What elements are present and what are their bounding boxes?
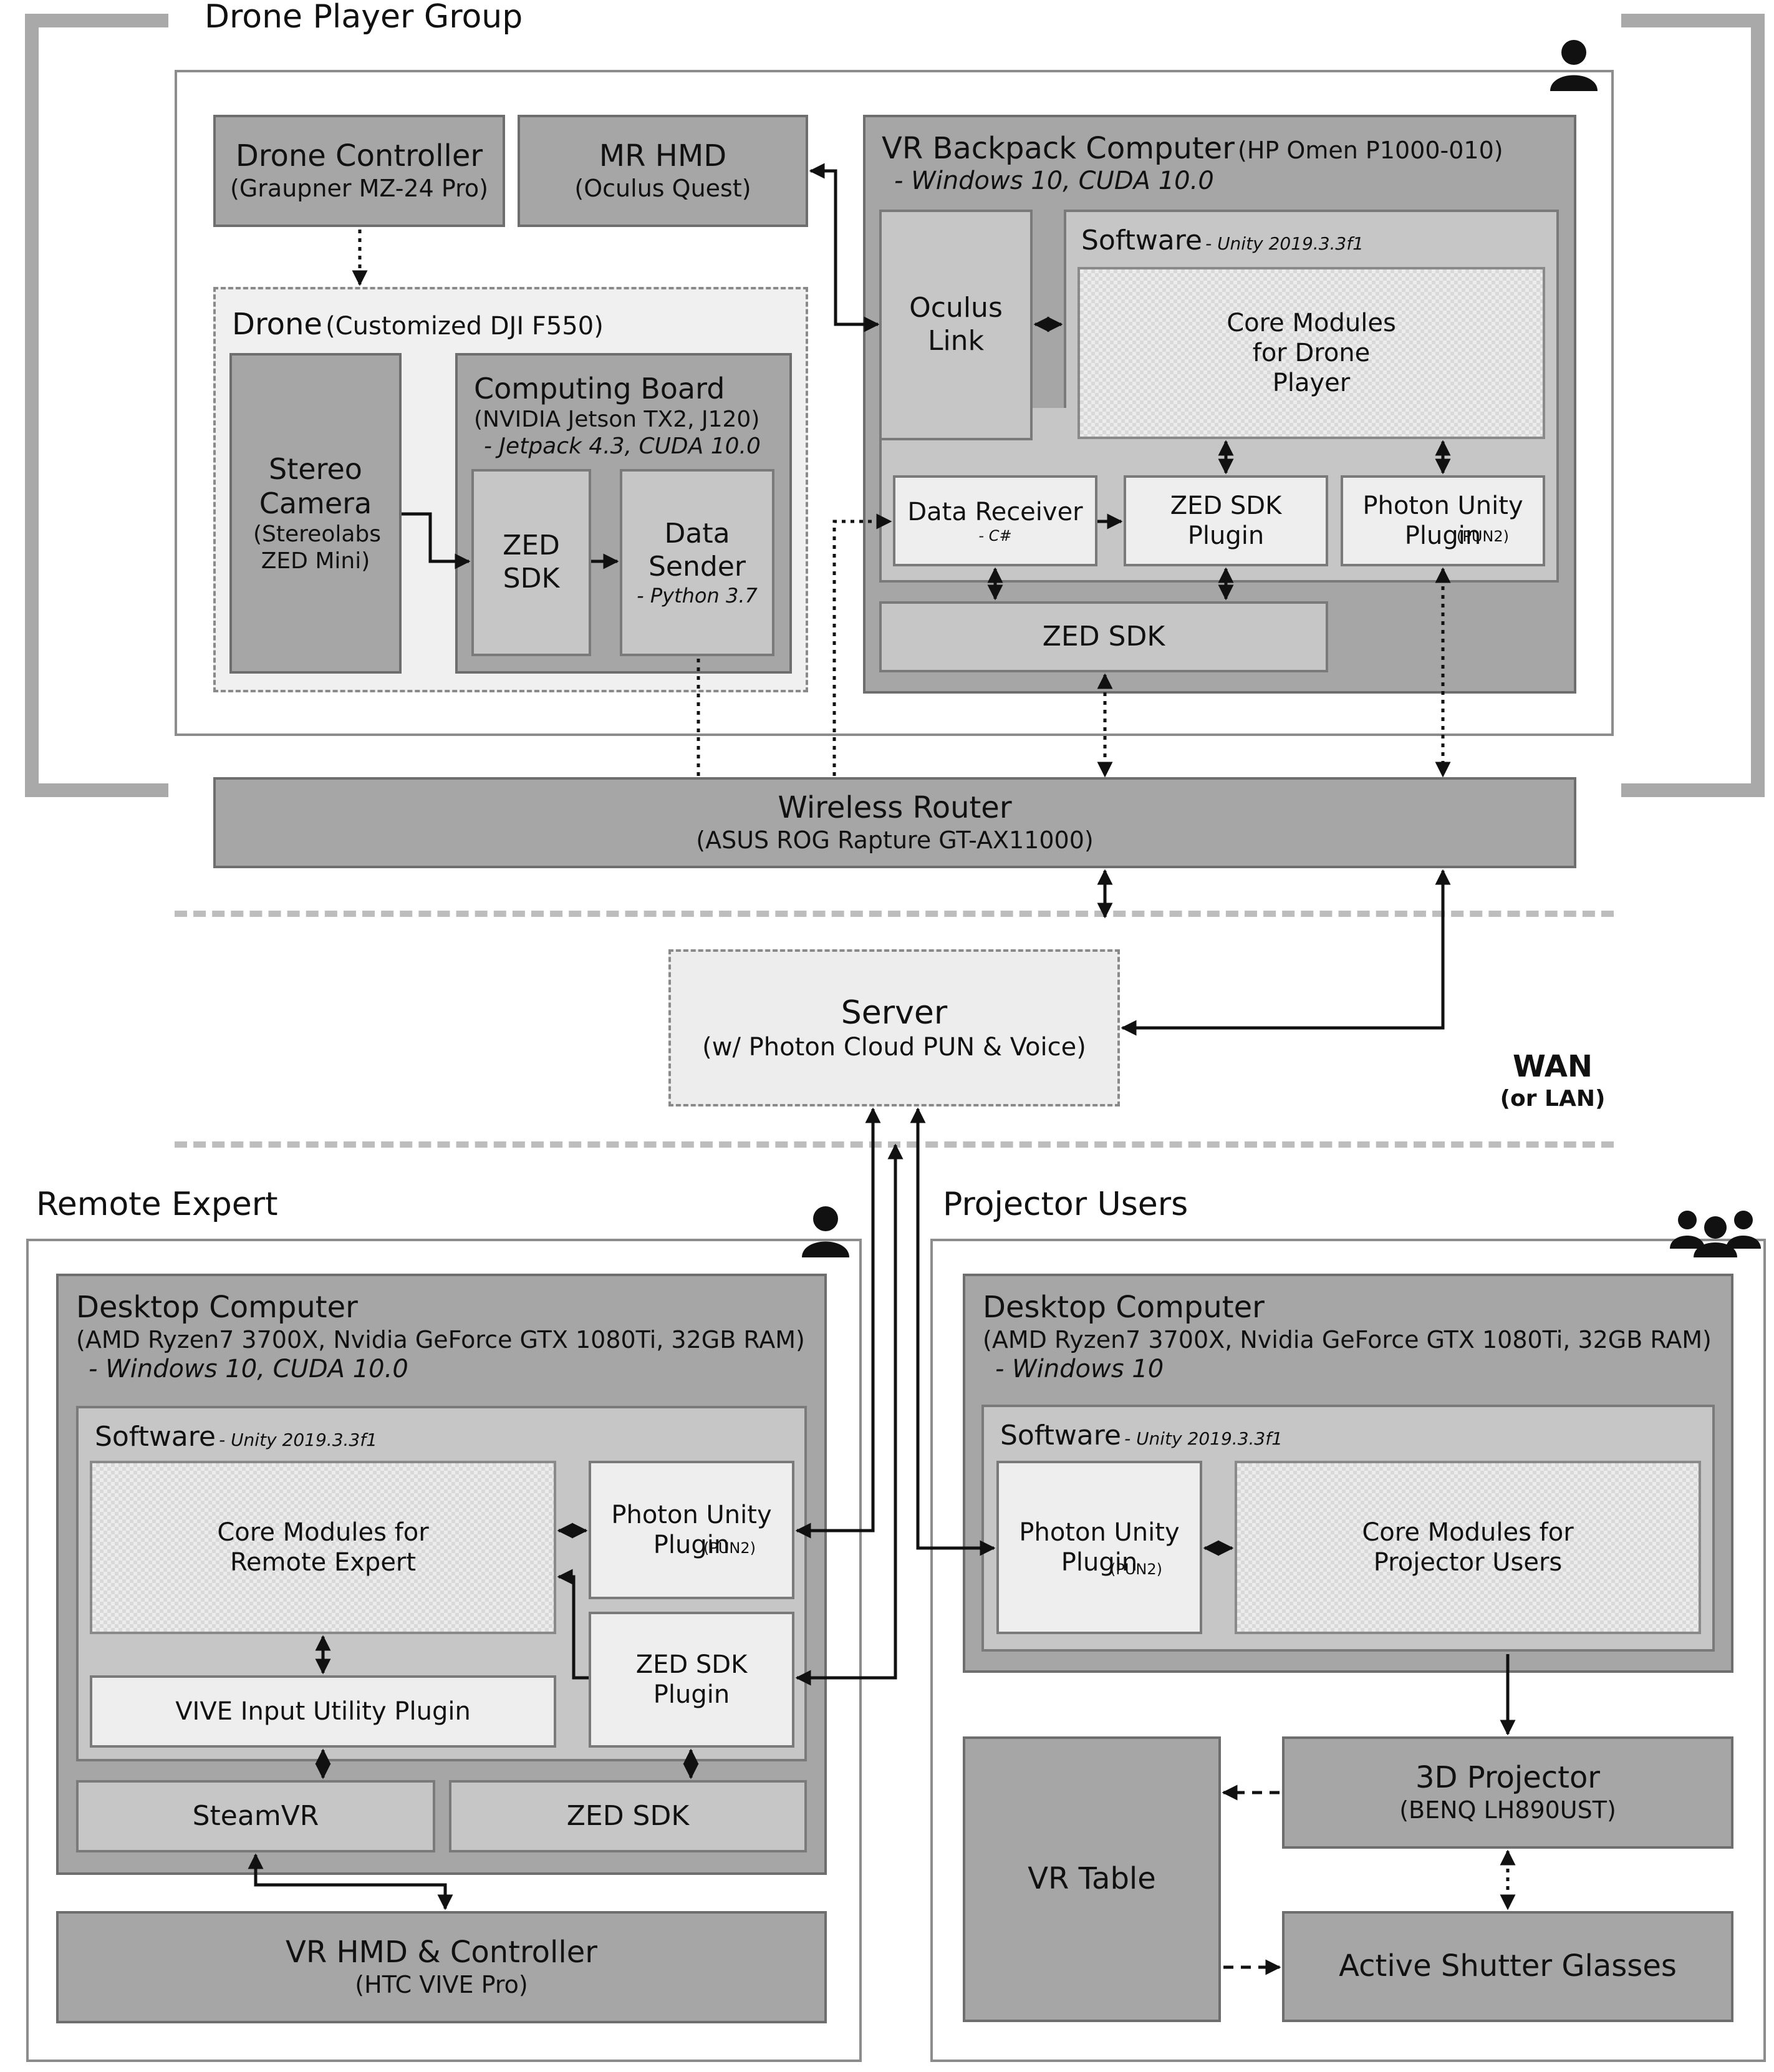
data-sender-env: - Python 3.7: [637, 583, 758, 608]
vr-backpack-env: - Windows 10, CUDA 10.0: [894, 167, 1214, 195]
router-title: Wireless Router: [778, 790, 1012, 826]
vr-zed-sdk-plugin-box: ZED SDK Plugin: [1124, 475, 1328, 566]
remote-desktop-env: - Windows 10, CUDA 10.0: [89, 1355, 408, 1384]
data-receiver-env: - C#: [978, 526, 1012, 545]
mr-hmd-box: MR HMD (Oculus Quest): [518, 115, 808, 227]
drone-zed-sdk-label: ZED SDK: [503, 530, 560, 594]
wan-label: WAN (or LAN): [1484, 1049, 1621, 1112]
vr-software-title: Software: [1081, 225, 1202, 256]
projector-desktop-sub: (AMD Ryzen7 3700X, Nvidia GeForce GTX 10…: [983, 1325, 1712, 1353]
wan-sub: (or LAN): [1500, 1085, 1606, 1111]
user-icon-remote: [801, 1205, 851, 1257]
projector-software-title: Software: [1000, 1420, 1121, 1451]
router-server-line: [1121, 869, 1451, 1036]
server-box: Server (w/ Photon Cloud PUN & Voice): [668, 949, 1120, 1106]
steamvr-label: SteamVR: [192, 1799, 319, 1832]
drone-zed-sdk-box: ZED SDK: [471, 469, 591, 656]
steamvr-box: SteamVR: [76, 1780, 435, 1852]
projector-box: 3D Projector (BENQ LH890UST): [1282, 1736, 1733, 1849]
remote-software-title: Software: [95, 1421, 216, 1453]
user-icon: [1549, 39, 1599, 91]
projector-photon-plugin-title: Photon Unity Plugin: [1019, 1518, 1180, 1577]
drone-group-bracket-right: [1621, 14, 1765, 797]
stereo-camera-box: Stereo Camera (Stereolabs ZED Mini): [229, 353, 402, 674]
projector-desktop-title: Desktop Computer: [983, 1290, 1265, 1325]
vr-photon-plugin-tag: (PUN2): [1457, 528, 1509, 545]
vr-photon-plugin-title: Photon Unity Plugin: [1362, 491, 1523, 550]
drone-sub: (Customized DJI F550): [325, 312, 604, 341]
vr-hmd-title: VR HMD & Controller: [286, 1935, 597, 1970]
users-group-icon: [1669, 1205, 1762, 1257]
data-receiver-title: Data Receiver: [907, 497, 1083, 526]
drone-group-title: Drone Player Group: [193, 0, 534, 37]
vr-zed-sdk-plugin-label: ZED SDK Plugin: [1170, 491, 1282, 550]
projector-software-env: - Unity 2019.3.3f1: [1124, 1428, 1283, 1449]
vr-zed-sdk-label: ZED SDK: [1042, 620, 1165, 652]
vr-backpack-sub: (HP Omen P1000-010): [1238, 137, 1503, 164]
vr-hmd-box: VR HMD & Controller (HTC VIVE Pro): [56, 1911, 827, 2023]
wan-boundary-top: [175, 911, 1614, 917]
vr-hmd-sub: (HTC VIVE Pro): [355, 1971, 528, 1998]
wan-title: WAN: [1512, 1049, 1593, 1084]
stereo-camera-title: Stereo Camera: [259, 452, 372, 520]
remote-zed-sdk-label: ZED SDK: [566, 1799, 690, 1832]
server-sub: (w/ Photon Cloud PUN & Voice): [702, 1033, 1086, 1062]
wan-boundary-bottom: [175, 1141, 1614, 1148]
projector-core-modules-label: Core Modules for Projector Users: [1362, 1518, 1574, 1577]
drone-controller-box: Drone Controller (Graupner MZ-24 Pro): [213, 115, 505, 227]
projector-sub: (BENQ LH890UST): [1399, 1796, 1616, 1824]
remote-photon-plugin-box: Photon Unity Plugin: [589, 1461, 794, 1599]
remote-expert-title: Remote Expert: [36, 1186, 278, 1223]
drone-group-bracket-left: [25, 14, 168, 797]
remote-desktop-sub: (AMD Ryzen7 3700X, Nvidia GeForce GTX 10…: [76, 1325, 805, 1353]
remote-zed-sdk-plugin-box: ZED SDK Plugin: [589, 1612, 794, 1748]
data-sender-box: Data Sender - Python 3.7: [620, 469, 774, 656]
vr-core-modules-label: Core Modules for Drone Player: [1227, 309, 1396, 397]
remote-core-modules-label: Core Modules for Remote Expert: [217, 1518, 429, 1577]
server-title: Server: [841, 994, 948, 1032]
oculus-link-label: Oculus Link: [909, 292, 1003, 357]
glasses-label: Active Shutter Glasses: [1339, 1949, 1677, 1984]
projector-desktop-env: - Windows 10: [995, 1355, 1164, 1384]
remote-software-env: - Unity 2019.3.3f1: [219, 1430, 377, 1450]
vr-table-label: VR Table: [1028, 1861, 1156, 1897]
mr-hmd-title: MR HMD: [599, 138, 727, 174]
projector-photon-plugin-tag: (PUN2): [1110, 1561, 1162, 1578]
computing-board-title: Computing Board: [474, 372, 725, 405]
vr-table-box: VR Table: [963, 1736, 1221, 2022]
computing-board-sub: (NVIDIA Jetson TX2, J120): [474, 407, 760, 433]
stereo-camera-sub: (Stereolabs ZED Mini): [253, 521, 382, 574]
vive-plugin-label: VIVE Input Utility Plugin: [175, 1697, 471, 1726]
projector-users-title: Projector Users: [943, 1186, 1188, 1223]
computing-board-env: - Jetpack 4.3, CUDA 10.0: [484, 433, 761, 460]
vr-zed-sdk-box: ZED SDK: [879, 601, 1328, 672]
vive-plugin-box: VIVE Input Utility Plugin: [90, 1675, 556, 1748]
remote-desktop-title: Desktop Computer: [76, 1290, 358, 1325]
vr-photon-plugin-box: Photon Unity Plugin: [1341, 475, 1545, 566]
remote-photon-plugin-tag: (PUN2): [703, 1539, 756, 1557]
drone-title: Drone: [232, 307, 322, 342]
remote-photon-plugin-title: Photon Unity Plugin: [611, 1501, 772, 1559]
drone-controller-title: Drone Controller: [235, 138, 483, 174]
glasses-box: Active Shutter Glasses: [1282, 1911, 1733, 2022]
remote-core-modules-box: Core Modules for Remote Expert: [90, 1461, 556, 1634]
wireless-router-box: Wireless Router (ASUS ROG Rapture GT-AX1…: [213, 777, 1576, 868]
data-sender-title: Data Sender: [648, 518, 746, 583]
remote-zed-sdk-box: ZED SDK: [449, 1780, 807, 1852]
drone-controller-sub: (Graupner MZ-24 Pro): [230, 175, 488, 202]
remote-zed-sdk-plugin-label: ZED SDK Plugin: [635, 1650, 748, 1709]
data-receiver-box: Data Receiver - C#: [893, 475, 1097, 566]
vr-core-modules-box: Core Modules for Drone Player: [1077, 267, 1545, 439]
vr-software-env: - Unity 2019.3.3f1: [1205, 233, 1364, 254]
oculus-link-box: Oculus Link: [879, 210, 1033, 440]
projector-title: 3D Projector: [1415, 1760, 1601, 1796]
projector-core-modules-box: Core Modules for Projector Users: [1235, 1461, 1701, 1634]
mr-hmd-sub: (Oculus Quest): [574, 175, 751, 202]
projector-photon-plugin-box: Photon Unity Plugin: [996, 1461, 1202, 1634]
vr-backpack-title: VR Backpack Computer: [882, 131, 1235, 166]
router-sub: (ASUS ROG Rapture GT-AX11000): [696, 826, 1094, 854]
